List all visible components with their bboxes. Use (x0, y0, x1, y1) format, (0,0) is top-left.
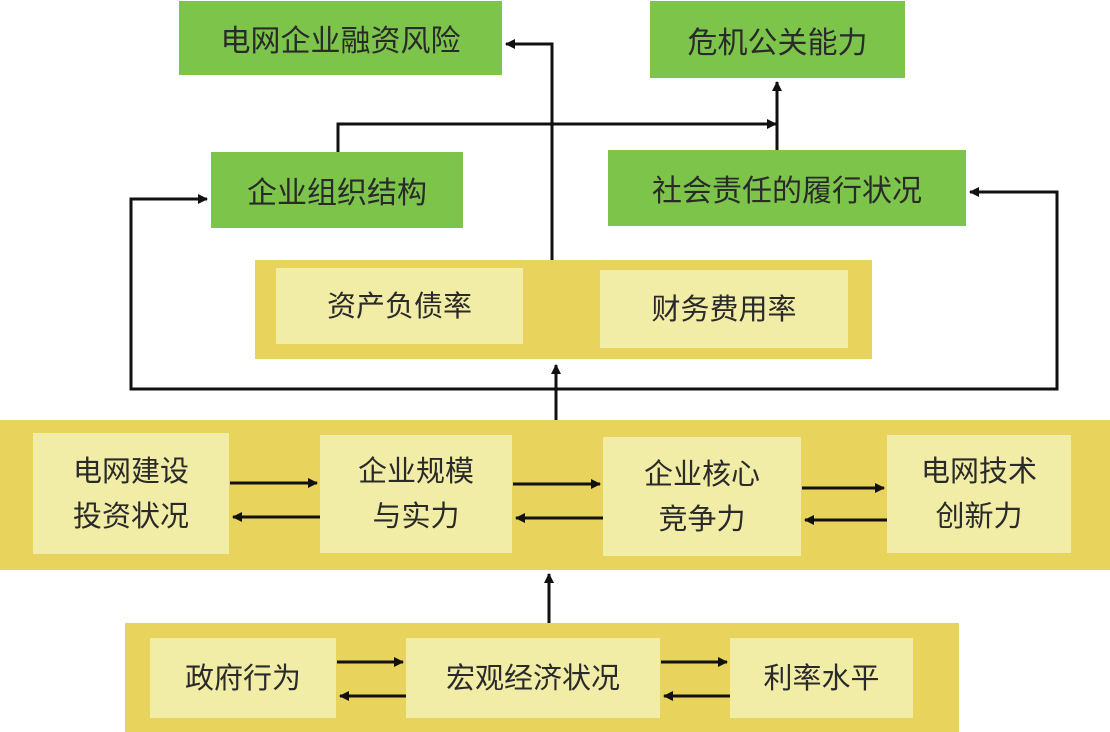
interest-label: 利率水平 (763, 660, 880, 695)
scale-label-line1: 企业规模 (357, 454, 474, 489)
financing-risk-box: 电网企业融资风险 (179, 1, 502, 75)
investment-label-line2: 投资状况 (72, 498, 189, 533)
scale-label-line2: 与实力 (372, 499, 460, 533)
tech-label-line1: 电网技术 (920, 454, 1037, 489)
arrow-core-to-org-structure (129, 194, 556, 391)
gov-label: 政府行为 (184, 660, 301, 695)
social-responsibility-box: 社会责任的履行状况 (608, 150, 966, 226)
arrow-core-to-social-responsibility (556, 187, 1059, 391)
debt-ratio-box: 资产负债率 (276, 268, 523, 344)
macro-box: 宏观经济状况 (406, 638, 660, 718)
gov-box: 政府行为 (150, 638, 336, 718)
arrow-ratios-to-financing-risk (505, 39, 554, 260)
competitiveness-box: 企业核心 竞争力 (603, 437, 801, 556)
competitiveness-label-line1: 企业核心 (643, 456, 760, 491)
tech-box: 电网技术 创新力 (887, 435, 1071, 553)
competitiveness-label-line2: 竞争力 (658, 501, 746, 536)
scale-box: 企业规模 与实力 (320, 435, 512, 553)
debt-ratio-label: 资产负债率 (326, 288, 472, 323)
arrow-org-to-crisis-pr (336, 119, 777, 152)
investment-box: 电网建设 投资状况 (33, 433, 229, 554)
expense-ratio-box: 财务费用率 (600, 270, 848, 348)
macro-label: 宏观经济状况 (445, 660, 620, 695)
financing-risk-label: 电网企业融资风险 (220, 24, 461, 59)
crisis-pr-box: 危机公关能力 (650, 1, 905, 78)
interest-box: 利率水平 (730, 638, 913, 718)
expense-ratio-label: 财务费用率 (651, 291, 797, 326)
org-structure-label: 企业组织结构 (247, 176, 427, 211)
crisis-pr-label: 危机公关能力 (687, 25, 868, 61)
social-responsibility-label: 社会责任的履行状况 (652, 174, 922, 209)
org-structure-box: 企业组织结构 (211, 152, 463, 228)
tech-label-line2: 创新力 (935, 499, 1023, 533)
investment-label-line1: 电网建设 (72, 453, 189, 488)
